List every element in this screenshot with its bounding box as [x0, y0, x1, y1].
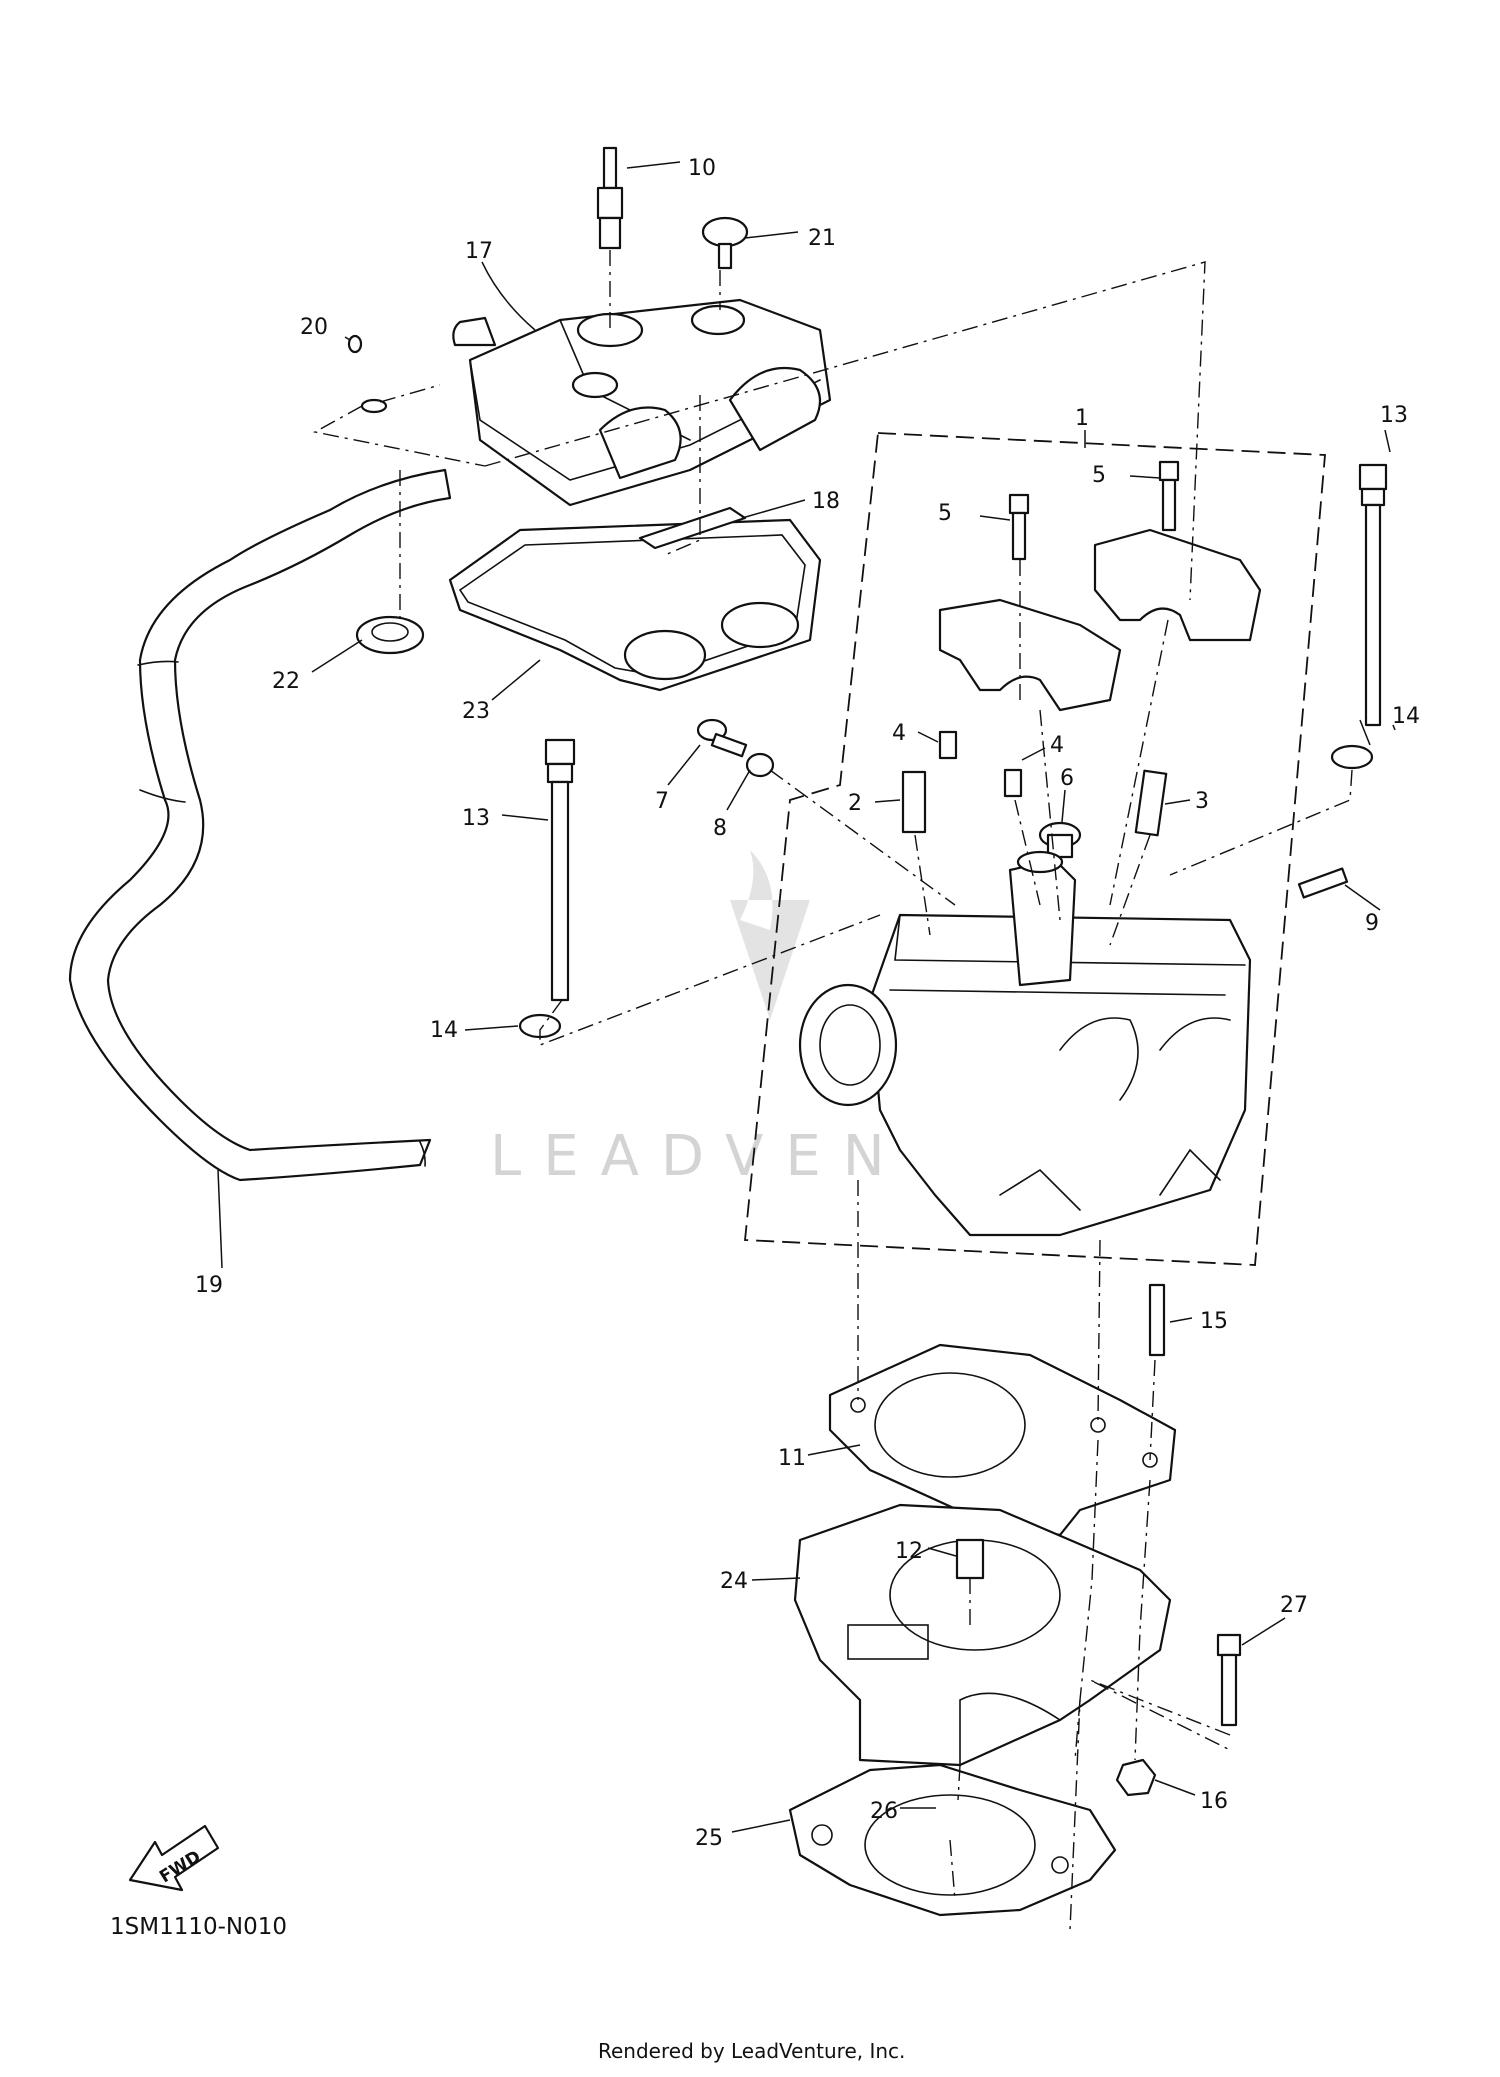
callout-7: 7	[655, 789, 669, 814]
cylinder-base-gasket	[788, 1763, 1117, 1917]
valve-guides	[901, 769, 1168, 859]
callout-5a: 5	[938, 501, 952, 526]
callout-13b: 13	[462, 806, 490, 831]
bolt-washer	[696, 718, 775, 778]
cylinder-bolt-nut	[1115, 1633, 1242, 1797]
callout-19: 19	[195, 1273, 223, 1298]
leader-lines	[217, 161, 1396, 1833]
callout-5b: 5	[1092, 463, 1106, 488]
callout-11: 11	[778, 1446, 806, 1471]
callout-2: 2	[848, 791, 862, 816]
callout-13a: 13	[1380, 403, 1408, 428]
callout-9: 9	[1365, 911, 1379, 936]
callout-10: 10	[688, 156, 716, 181]
stud-bolt	[1297, 867, 1349, 899]
washer-right	[1330, 744, 1374, 770]
callout-17: 17	[465, 239, 493, 264]
assembly-lines	[312, 250, 1353, 1931]
callout-26: 26	[870, 1799, 898, 1824]
grommet	[355, 615, 425, 655]
spark-plug	[596, 146, 624, 250]
camshaft-caps	[938, 528, 1262, 712]
callout-24: 24	[720, 1569, 748, 1594]
callout-8: 8	[713, 816, 727, 841]
dowel-pins	[938, 730, 1023, 798]
diagram-code: 1SM1110-N010	[110, 1914, 287, 1940]
callout-16: 16	[1200, 1789, 1228, 1814]
callout-3: 3	[1195, 789, 1209, 814]
callout-1: 1	[1075, 406, 1089, 431]
breather-hose	[68, 468, 452, 1182]
bracket	[638, 506, 747, 550]
camshaft-cap-bolts	[1008, 460, 1180, 561]
fwd-arrow-icon: FWD	[128, 1824, 220, 1892]
callout-4a: 4	[892, 721, 906, 746]
callout-22: 22	[272, 669, 300, 694]
callout-14a: 14	[1392, 704, 1420, 729]
cylinder-stud	[1148, 1283, 1166, 1357]
assembly-dashed-box	[744, 432, 1326, 1266]
callout-27: 27	[1280, 1593, 1308, 1618]
callout-6: 6	[1060, 766, 1074, 791]
cylinder-head-bolts	[544, 463, 1388, 1002]
callout-20: 20	[300, 315, 328, 340]
dowel-12	[955, 1538, 985, 1580]
callout-18: 18	[812, 489, 840, 514]
cylinder-head	[798, 850, 1252, 1237]
cylinder-head-gasket	[828, 1343, 1177, 1537]
watermark-logo	[730, 850, 810, 1020]
callout-25: 25	[695, 1826, 723, 1851]
footer-credit: Rendered by LeadVenture, Inc.	[598, 2039, 905, 2063]
callout-14b: 14	[430, 1018, 458, 1043]
callout-21: 21	[808, 226, 836, 251]
callout-23: 23	[462, 699, 490, 724]
oil-filler-bolt	[701, 216, 749, 270]
callout-15: 15	[1200, 1309, 1228, 1334]
callout-4b: 4	[1050, 733, 1064, 758]
callout-numbers: 1 2 3 4 4 5 5 6 7 8 9 10 11 12 13 13 14 …	[195, 156, 1420, 1851]
head-cover-gasket	[448, 518, 822, 692]
callout-12: 12	[895, 1539, 923, 1564]
cylinder-head-cover	[452, 298, 832, 507]
clip	[347, 334, 363, 354]
